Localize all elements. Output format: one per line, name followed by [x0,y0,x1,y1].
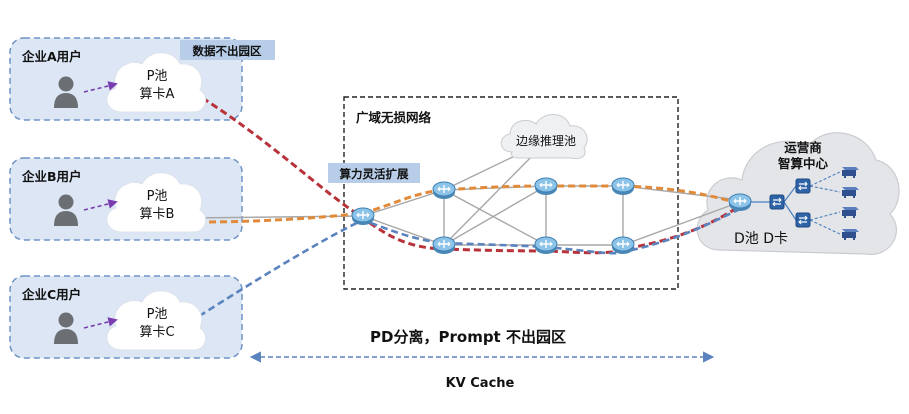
p-pool-cloud-a: P池 算卡A [106,52,207,113]
pd-split-caption: PD分离，Prompt 不出园区 [370,328,566,346]
dc-router-icon [728,193,752,212]
card-label: 算卡C [139,325,174,340]
user-request-arrow [83,317,118,329]
p-pool-cloud-c: P池 算卡C [106,290,207,351]
wan-router-icon [432,181,456,200]
wan-router-icon [534,177,558,196]
edge-inference-pool: 边缘推理池 [500,114,588,159]
kv-cache-caption: KV Cache [446,376,515,391]
wan-boundary [343,96,679,290]
p-pool-label: P池 [147,189,168,204]
path-orange [197,184,741,224]
enterprise-c-title: 企业C用户 [21,287,81,302]
wan-router-icon [534,236,558,255]
operator-title-line1: 运营商 [784,140,822,155]
switch-icon [795,178,811,194]
wan-router-icon [611,177,635,196]
data-stay-label: 数据不出园区 [193,44,262,58]
card-label: 算卡A [140,87,175,102]
path-red [192,90,741,255]
p-pool-label: P池 [147,69,168,84]
mesh-links [189,139,741,246]
user-request-arrow [83,199,118,211]
switch-icon [795,212,811,228]
edge-router-icon [351,207,375,226]
card-label: 算卡B [140,207,175,222]
user-request-arrow [83,81,118,93]
wan-router-icon [432,236,456,255]
data-stay-tag: 数据不出园区 [180,40,275,60]
path-blue [189,206,743,324]
dc-server-links [809,171,841,235]
dc-links [750,185,797,221]
operator-cloud [696,132,900,255]
edge-pool-label: 边缘推理池 [516,134,576,148]
operator-title-line2: 智算中心 [777,156,829,171]
d-pool-label: D池 D卡 [734,231,788,247]
p-pool-label: P池 [147,307,168,322]
wan-router-icon [611,236,635,255]
enterprise-a-title: 企业A用户 [21,49,82,64]
compute-expand-tag: 算力灵活扩展 [328,163,420,183]
compute-expand-label: 算力灵活扩展 [339,167,409,181]
wan-title: 广域无损网络 [356,110,432,125]
switch-icon [769,194,785,210]
p-pool-cloud-b: P池 算卡B [106,172,207,233]
enterprise-b-title: 企业B用户 [21,169,82,184]
